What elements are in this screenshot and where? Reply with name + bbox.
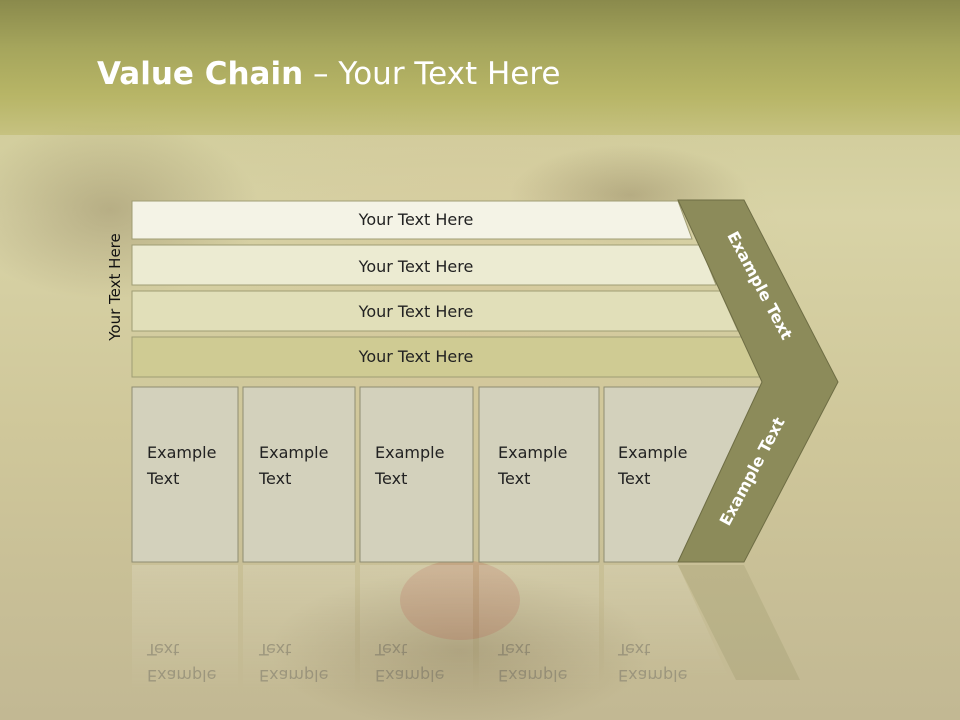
reflection-5-line2: Text: [617, 640, 650, 659]
activity-box-3: [359, 386, 474, 563]
reflection-2-line2: Text: [258, 640, 291, 659]
reflection-2-line1: Example: [259, 666, 328, 685]
activity-box-2: [242, 386, 356, 563]
activity-3-line2: Text: [374, 469, 407, 488]
diagram-reflection: Example Text Example Text Example Text E…: [132, 565, 800, 695]
reflection-1-line1: Example: [147, 666, 216, 685]
activity-4-line1: Example: [498, 443, 567, 462]
row-1-bar: [131, 200, 693, 240]
activity-box-4: [478, 386, 600, 563]
activity-2-line2: Text: [258, 469, 291, 488]
row-1-label: Your Text Here: [358, 210, 474, 229]
activity-5-line1: Example: [618, 443, 687, 462]
row-3-label: Your Text Here: [358, 302, 474, 321]
header-band: [0, 0, 960, 135]
activity-1-line1: Example: [147, 443, 216, 462]
row-2-bar: [131, 244, 717, 286]
title-rest: – Your Text Here: [303, 56, 561, 92]
reflection-4-line1: Example: [498, 666, 567, 685]
activity-2-line1: Example: [259, 443, 328, 462]
reflection-3-line2: Text: [374, 640, 407, 659]
activity-5-line2: Text: [617, 469, 650, 488]
activity-3-line1: Example: [375, 443, 444, 462]
title-bold: Value Chain: [97, 56, 304, 92]
activity-4-line2: Text: [497, 469, 530, 488]
reflection-5-line1: Example: [618, 666, 687, 685]
row-2-label: Your Text Here: [358, 257, 474, 276]
reflection-4-line2: Text: [497, 640, 530, 659]
reflection-1-line2: Text: [146, 640, 179, 659]
activity-box-1: [131, 386, 239, 563]
activity-1-line2: Text: [146, 469, 179, 488]
row-4-label: Your Text Here: [358, 347, 474, 366]
slide-title: Value Chain – Your Text Here: [97, 52, 560, 96]
reflection-3-line1: Example: [375, 666, 444, 685]
margin-chevron: [677, 199, 839, 563]
